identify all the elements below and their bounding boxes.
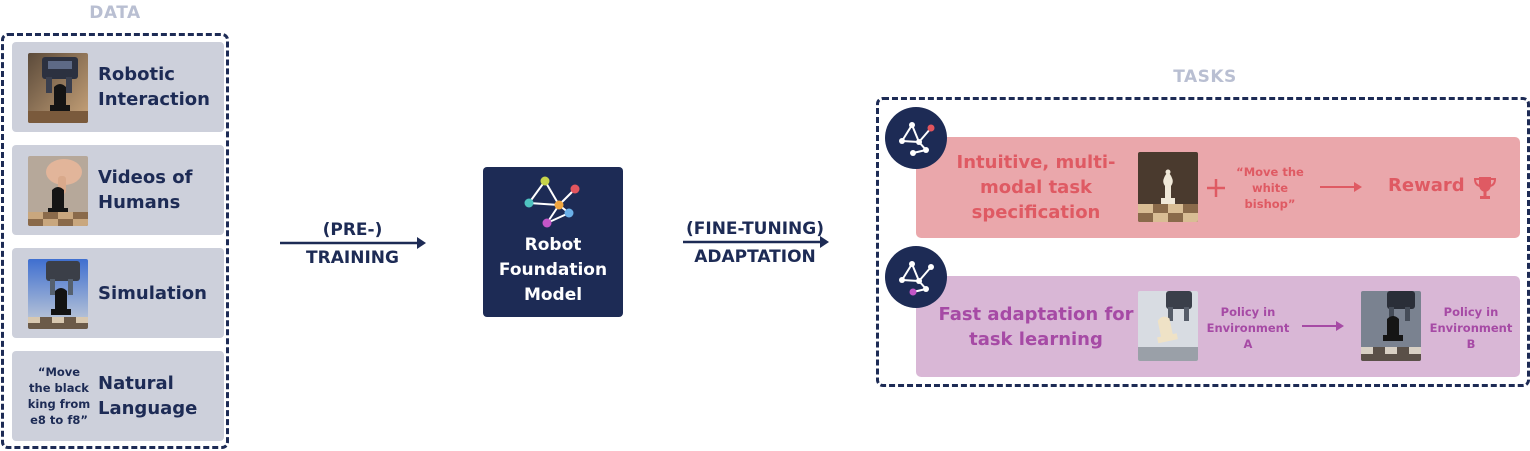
data-card-videos-of-humans: Videos of Humans [12,145,224,235]
adaptation-label-line2: ADAPTATION [694,247,816,267]
training-label-line2: TRAINING [306,248,399,268]
data-container: Robotic Interaction Videos of Humans [1,33,229,449]
task-instruction-quote: “Move the white bishop” [1236,165,1304,211]
task-title: Intuitive, multi-modal task specificatio… [956,152,1116,223]
training-arrow [280,237,426,249]
trophy-icon [1473,177,1497,199]
adaptation-label-line1: (FINE-TUNING) [685,219,824,239]
data-section-title: DATA [89,3,141,23]
task-row-specification: Intuitive, multi-modal task specificatio… [916,137,1520,238]
human-hand-chess-photo [28,156,88,226]
reward-arrow [1320,182,1362,192]
tasks-container [876,97,1530,387]
training-label-line1: (PRE-) [322,220,383,240]
model-label: Robot Foundation Model [498,235,608,305]
plus-icon [1207,179,1225,197]
robot-foundation-model-box: Robot Foundation Model [483,167,623,317]
data-label: Robotic Interaction [98,64,210,110]
environment-a-photo [1138,291,1198,361]
task-row-adaptation: Fast adaptation for task learning Policy… [916,276,1520,377]
reward-label: Reward [1388,175,1465,196]
white-bishop-photo [1138,152,1198,222]
data-label: Simulation [98,282,207,304]
robot-arm-chess-photo [28,53,88,123]
network-graph-icon [524,176,580,228]
data-card-simulation: Simulation [12,248,224,338]
policy-environment-a-label: Policy in Environment A [1206,305,1290,351]
data-label: Videos of Humans [98,167,193,213]
task-title: Fast adaptation for task learning [938,303,1134,350]
tasks-section-title: TASKS [1173,67,1237,87]
language-instruction-quote: “Move the black king from e8 to f8” [27,365,91,427]
adaptation-arrow [683,236,829,248]
simulated-robot-chess-photo [28,259,88,329]
environment-b-photo [1361,291,1421,361]
network-graph-icon [885,246,947,308]
network-graph-icon [885,107,947,169]
data-card-robotic-interaction: Robotic Interaction [12,42,224,132]
data-card-natural-language: “Move the black king from e8 to f8” Natu… [12,351,224,441]
policy-environment-b-label: Policy in Environment B [1429,305,1513,351]
data-label: Natural Language [98,373,198,419]
policy-transfer-arrow [1302,321,1344,331]
